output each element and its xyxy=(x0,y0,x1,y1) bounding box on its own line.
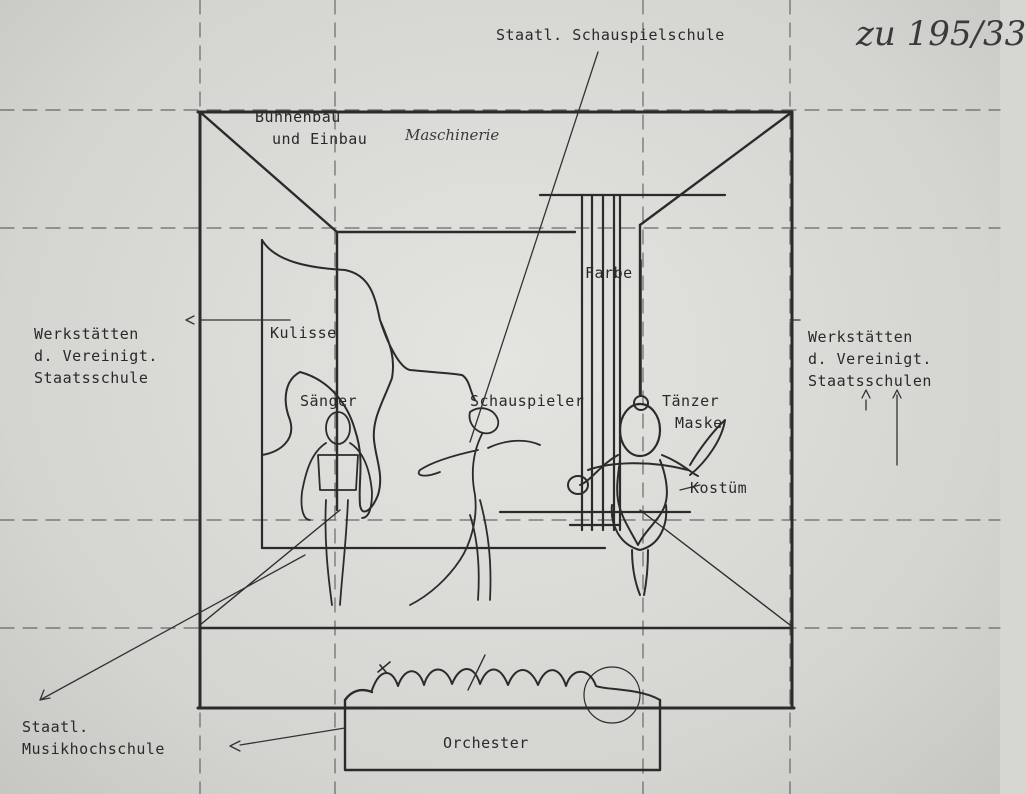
label-kostuem: Kostüm xyxy=(690,479,748,497)
right-workshop-line: d. Vereinigt. xyxy=(808,350,932,368)
label-maske: Maske xyxy=(675,414,723,432)
label-farbe: Farbe xyxy=(585,264,633,282)
music-school-line: Staatl. xyxy=(22,718,89,736)
backdrop-frame xyxy=(260,238,692,550)
stage-diagram-drawing xyxy=(0,0,1001,794)
right-workshop-line: Staatsschulen xyxy=(808,372,932,390)
label-orchester: Orchester xyxy=(443,734,529,752)
farbe-flats xyxy=(538,193,727,532)
kulisse-scenery-curve xyxy=(261,239,476,513)
label-buehnenbau: Bühnenbau xyxy=(255,108,341,126)
music-school-line: Musikhochschule xyxy=(22,740,165,758)
label-und-einbau: und Einbau xyxy=(272,130,368,148)
label-taenzer: Tänzer xyxy=(662,392,720,410)
stage-frame xyxy=(196,110,796,710)
label-saenger: Sänger xyxy=(300,392,358,410)
label-kulisse: Kulisse xyxy=(270,324,337,342)
archive-note: zu 195/33 xyxy=(856,14,1026,54)
right-workshop-line: Werkstätten xyxy=(808,328,913,346)
schauspieler-figure xyxy=(409,407,541,606)
orchestra-pit xyxy=(343,654,662,772)
perspective-lines xyxy=(198,110,794,626)
label-staatl-schauspielschule: Staatl. Schauspielschule xyxy=(496,26,725,44)
saenger-figure xyxy=(300,411,373,606)
left-workshop-line: Staatsschule xyxy=(34,369,149,387)
label-maschinerie-note: Maschinerie xyxy=(405,126,500,144)
left-workshop-line: d. Vereinigt. xyxy=(34,347,158,365)
left-workshop-line: Werkstätten xyxy=(34,325,139,343)
annotation-arrows xyxy=(39,51,902,752)
label-schauspieler: Schauspieler xyxy=(470,392,585,410)
taenzer-figure xyxy=(567,259,726,596)
